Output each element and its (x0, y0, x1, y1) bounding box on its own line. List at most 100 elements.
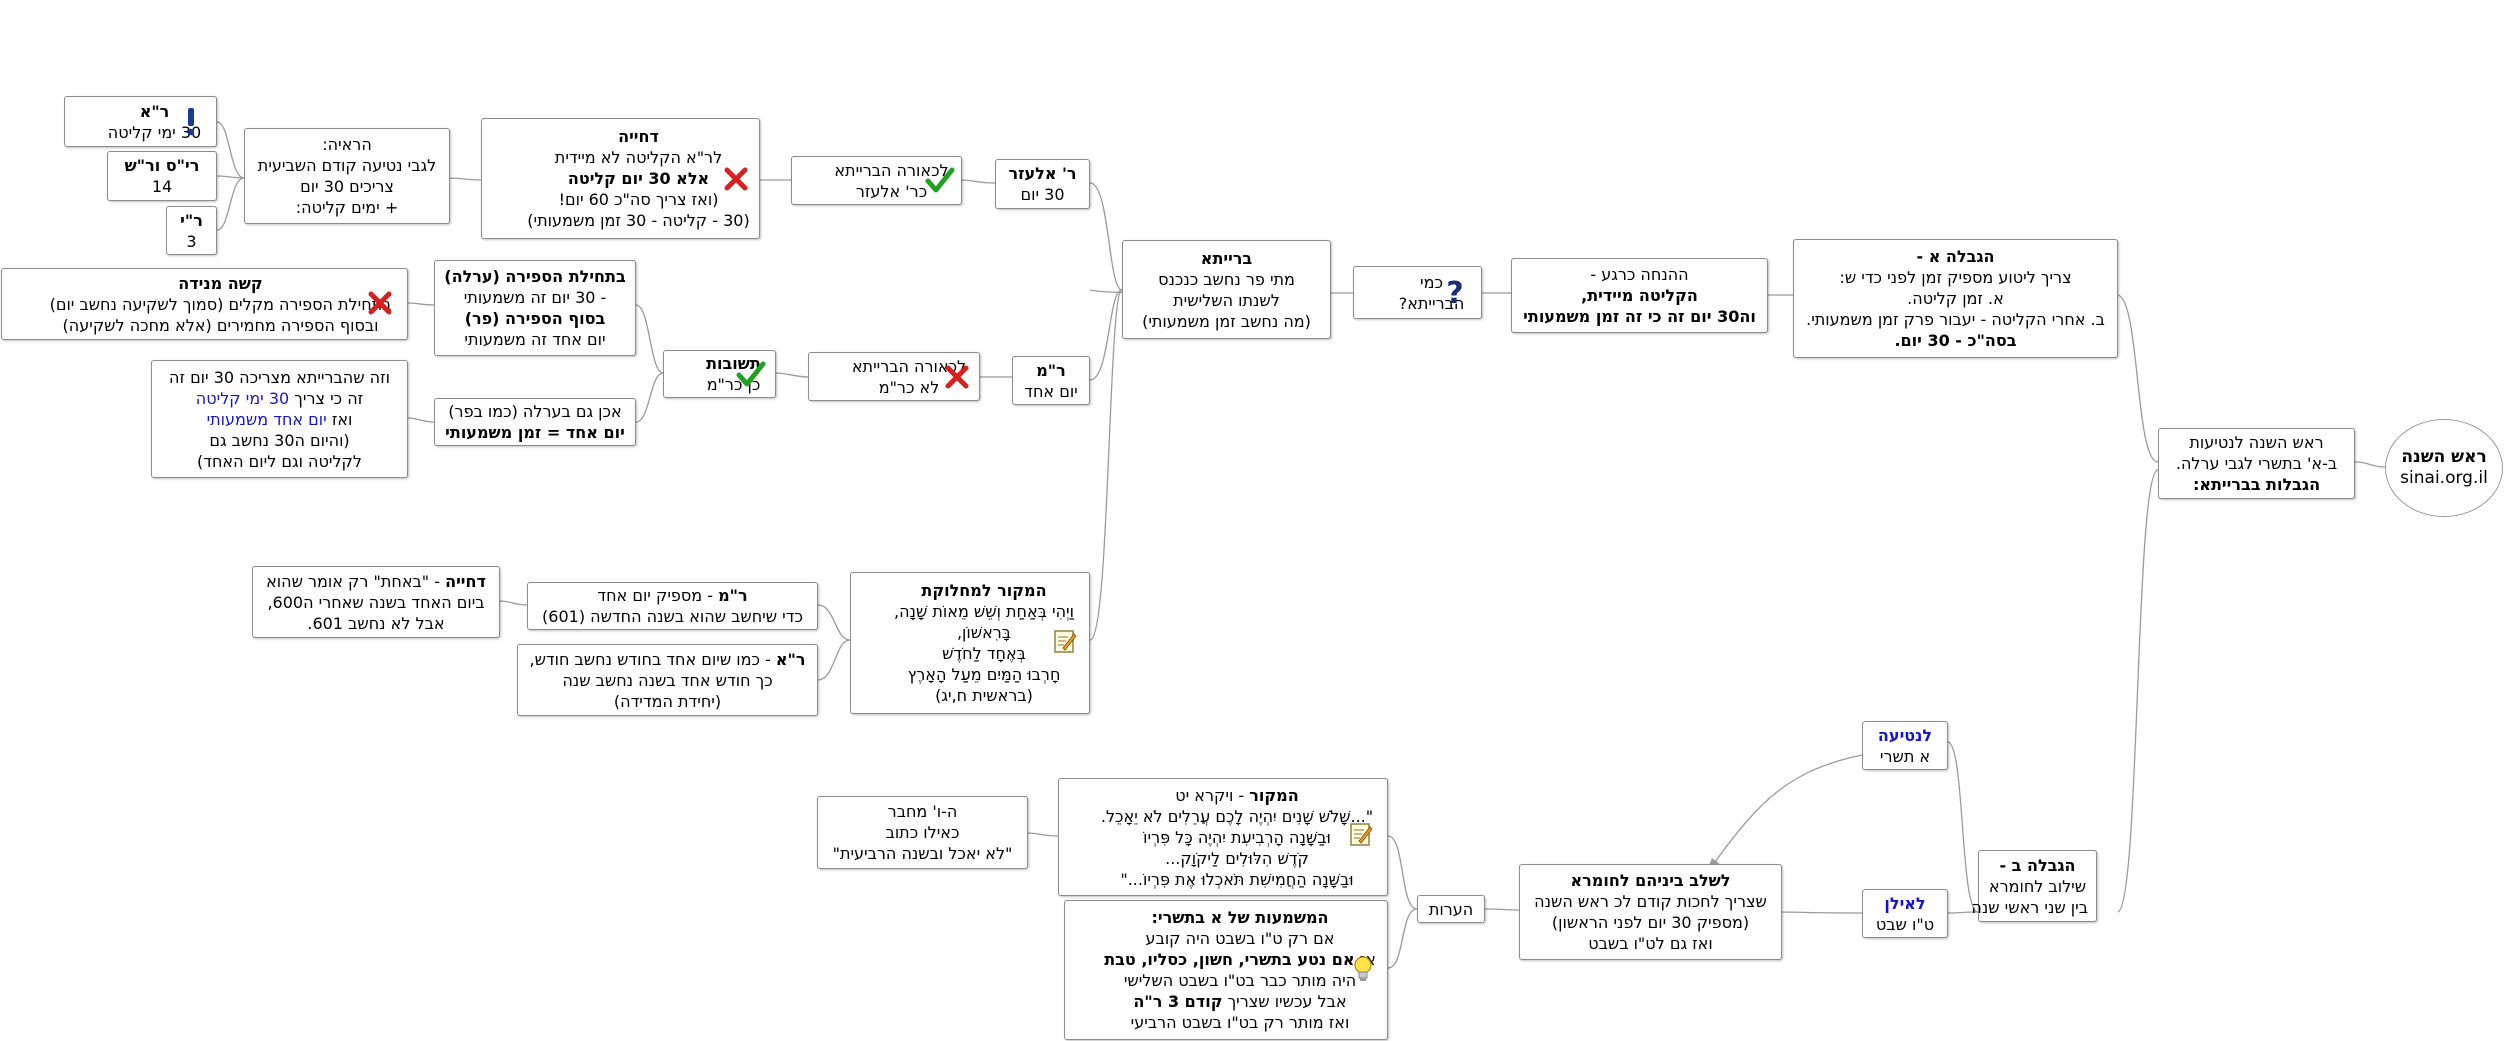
meaning-node[interactable]: המשמעות של א בתשרי: אם רק ט"ו בשבט היה ק… (1064, 900, 1388, 1040)
limit-a-title: הגבלה א - (1916, 247, 1995, 266)
leviticus-line-4: קֹדֶשׁ הִלּוּלִים לַיקֹוָק... (1165, 848, 1309, 868)
central-site: sinai.org.il (2400, 468, 2488, 488)
also-orla-node[interactable]: אכן גם בערלה (כמו בפר) יום אחד = זמן משמ… (434, 398, 636, 446)
check-icon (924, 164, 956, 196)
source-line-2: וַיְהִי בְּאַחַת וְשֵׁשׁ מֵאוֹת שָׁנָה, (894, 602, 1074, 621)
assumption-node[interactable]: ההנחה כרגע - הקליטה מיידית, וה30 יום זה … (1511, 258, 1768, 333)
combine-line-3: (מספיק 30 יום לפני הראשון) (1551, 913, 1750, 932)
how-line-1: כמי (1420, 272, 1443, 292)
answer-node[interactable]: תשובות כן כר"מ (663, 350, 776, 398)
like-elazar-node[interactable]: לכאורה הברייתא כר' אלעזר (791, 156, 962, 205)
rejection-1-node[interactable]: דחייה לר"א הקליטה לא מיידית אלא 30 יום ק… (481, 118, 760, 239)
central-topic[interactable]: ראש השנה sinai.org.il (2385, 419, 2503, 517)
start-count-line-3: בסוף הספירה (פר) (464, 309, 606, 328)
source-line-4: בְּאֶחָד לַחֹדֶשׁ (942, 644, 1026, 663)
rm-day-line-1: ר"מ - מספיק יום אחד (597, 586, 748, 605)
like-elazar-line-2: כר' אלעזר (855, 181, 928, 201)
answer-title: תשובות (706, 354, 761, 373)
ra-month-speaker: ר"א (775, 649, 806, 669)
meaning-line-6: ואז מותר רק בט"ו בשבט הרביעי (1130, 1013, 1350, 1032)
cross-icon (364, 287, 396, 319)
rejection-1-line-3: אלא 30 יום קליטה (567, 169, 710, 188)
source-node[interactable]: המקור למחלוקת וַיְהִי בְּאַחַת וְשֵׁשׁ מ… (850, 572, 1090, 714)
rejection-2-line-2: ביום האחד בשנה שאחרי ה600, (267, 592, 485, 612)
hard-rebuttal-node[interactable]: קשה מנידה בתחילת הספירה מקלים (סמוך לשקי… (1, 268, 408, 340)
check-icon (735, 358, 767, 390)
ry-3-days: 3 (186, 231, 197, 251)
baraita-line-2: מתי פר נחשב כנכנס (1158, 269, 1295, 289)
for-tree-title: לאילן (1884, 893, 1926, 913)
r-meir-node[interactable]: ר"מ יום אחד (1012, 356, 1090, 405)
central-title: ראש השנה (2401, 447, 2487, 467)
limit-b-node[interactable]: הגבלה ב - שילוב לחומרא בין שני ראשי שנה (1971, 850, 2097, 922)
proof-line-3: צריכים 30 יום (300, 177, 394, 196)
svg-text:?: ? (1446, 277, 1463, 307)
how-line-2: הברייתא? (1398, 293, 1465, 313)
baraita-node[interactable]: ברייתא מתי פר נחשב כנכנס לשנתו השלישית (… (1122, 240, 1331, 339)
baraita-title: ברייתא (1200, 248, 1253, 268)
how-baraita-node[interactable]: כמי הברייתא? (1353, 266, 1482, 319)
rejection-2-label: דחייה (445, 571, 486, 591)
main-line-1: ראש השנה לנטיעות (2189, 433, 2324, 452)
hard-rebuttal-line-3: ובסוף הספירה מחמירים (אלא מחכה לשקיעה) (62, 315, 379, 335)
explanation-line-4: (והיום ה30 נחשב גם (209, 430, 350, 450)
proof-title: הראיה: (322, 135, 372, 154)
r-elazar-node[interactable]: ר' אלעזר 30 יום (995, 159, 1090, 209)
ra-30-days: 30 ימי קליטה (107, 122, 201, 142)
also-orla-line-1: אכן גם בערלה (כמו בפר) (448, 402, 622, 421)
limit-b-line-2: שילוב לחומרא (1988, 876, 2087, 896)
meaning-emph: אם נטע בתשרי, חשון, כסליו, טבת (1104, 950, 1355, 969)
explanation-line-1: וזה שהברייתא מצריכה 30 יום זה (168, 367, 390, 387)
limit-b-title: הגבלה ב - (1999, 855, 2076, 875)
answer-line-2: כן כר"מ (706, 375, 761, 394)
main-topic[interactable]: ראש השנה לנטיעות ב-א' בתשרי לגבי ערלה. ה… (2158, 428, 2355, 499)
note-icon (1348, 820, 1374, 848)
source-line-6: (בראשית ח,יג) (935, 686, 1033, 705)
r-meir-day: יום אחד (1024, 381, 1078, 401)
limit-a-node[interactable]: הגבלה א - צריך ליטוע מספיק זמן לפני כדי … (1793, 239, 2118, 358)
limit-a-line-3: א. זמן קליטה. (1907, 289, 2004, 308)
not-like-rm-line-2: לא כר"מ (878, 377, 940, 397)
leviticus-node[interactable]: המקור - ויקרא יט "...שָׁלֹשׁ שָׁנִים יִה… (1058, 778, 1388, 896)
notes-node[interactable]: הערות (1417, 895, 1485, 923)
main-line-2: ב-א' בתשרי לגבי ערלה. (2175, 454, 2338, 473)
ris-14-node[interactable]: רי"ס ור"ש 14 (107, 151, 217, 201)
notes-label: הערות (1428, 899, 1474, 919)
combine-node[interactable]: לשלב ביניהם לחומרא שצריך לחכות קודם לכ ר… (1519, 864, 1782, 960)
baraita-line-3: לשנתו השלישית (1173, 290, 1280, 310)
start-count-node[interactable]: בתחילת הספירה (ערלה) - 30 יום זה משמעותי… (434, 260, 636, 356)
for-planting-node[interactable]: לנטיעה א תשרי (1862, 721, 1948, 770)
leviticus-line-1: המקור - ויקרא יט (1175, 785, 1299, 805)
source-line-3: בָּרִאשׁוֹן, (956, 623, 1012, 642)
proof-line-4: + ימים קליטה: (295, 198, 399, 217)
rejection-1-line-2: לר"א הקליטה לא מיידית (554, 148, 723, 167)
for-tree-node[interactable]: לאילן ט"ו שבט (1862, 889, 1948, 938)
ry-3-node[interactable]: ר"י 3 (166, 206, 217, 255)
start-count-line-4: יום אחד זה משמעותי (464, 330, 606, 349)
assumption-line-3: וה30 יום זה כי זה זמן משמעותי (1523, 307, 1756, 326)
meaning-emph-2: קודם 3 ר"ה (1133, 992, 1223, 1011)
proof-line-2: לגבי נטיעה קודם השביעית (257, 156, 437, 175)
assumption-line-1: ההנחה כרגע - (1590, 265, 1689, 284)
not-like-rm-node[interactable]: לכאורה הברייתא לא כר"מ (808, 352, 980, 401)
explanation-node[interactable]: וזה שהברייתא מצריכה 30 יום זה זה כי צריך… (151, 360, 408, 478)
hey-node[interactable]: ה-ו' מחבר כאילו כתוב "לא יאכל ובשנה הרבי… (817, 796, 1028, 869)
baraita-line-4: (מה נחשב זמן משמעותי) (1142, 311, 1311, 331)
limit-b-line-3: בין שני ראשי שנה (1971, 897, 2088, 917)
ra-month-line-3: (יחידת המדידה) (613, 691, 722, 711)
like-elazar-line-1: לכאורה הברייתא (834, 160, 949, 180)
ris-14-days: 14 (151, 177, 173, 196)
hard-rebuttal-title: קשה מנידה (178, 273, 263, 293)
hey-line-3: "לא יאכל ובשנה הרביעית" (832, 844, 1013, 863)
also-orla-line-2: יום אחד = זמן משמעותי (445, 423, 625, 442)
for-planting-title: לנטיעה (1877, 725, 1933, 745)
leviticus-line-2: "...שָׁלֹשׁ שָׁנִים יִהְיֶה לָכֶם עֲרֵלִ… (1100, 806, 1374, 826)
start-count-line-2: - 30 יום זה משמעותי (463, 288, 607, 307)
rm-day-node[interactable]: ר"מ - מספיק יום אחד כדי שיחשב שהוא בשנה … (527, 582, 818, 630)
ra-month-node[interactable]: ר"א - כמו שיום אחד בחודש נחשב חודש, כך ח… (517, 644, 818, 716)
explanation-day-highlight: יום אחד משמעותי (206, 409, 327, 429)
proof-node[interactable]: הראיה: לגבי נטיעה קודם השביעית צריכים 30… (244, 128, 450, 224)
rejection-2-node[interactable]: דחייה - "באחת" רק אומר שהוא ביום האחד בש… (252, 566, 500, 638)
assumption-line-2: הקליטה מיידית, (1581, 286, 1698, 305)
not-like-rm-line-1: לכאורה הברייתא (851, 356, 967, 376)
